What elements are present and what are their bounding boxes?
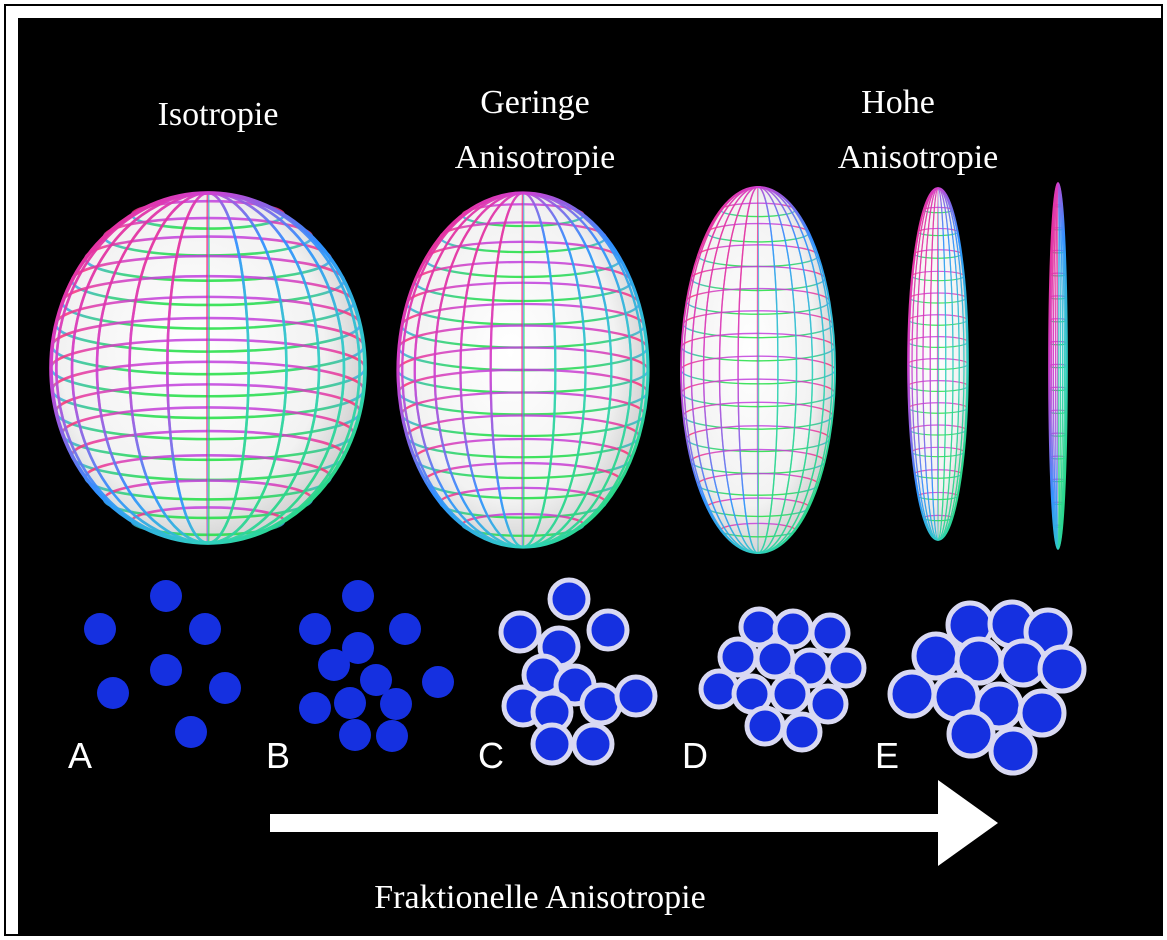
fiber-circle (784, 714, 820, 750)
ellipsoid-low-anisotropy (398, 193, 648, 547)
fiber-circle (533, 725, 571, 763)
fiber-circle (890, 672, 934, 716)
fiber-circle (209, 672, 241, 704)
fiber-circle (150, 580, 182, 612)
longitude-line (523, 193, 524, 547)
fiber-circle (422, 666, 454, 698)
panel-letter-d: D (682, 735, 708, 776)
fiber-circle (299, 613, 331, 645)
isotropy-title: Isotropie (158, 96, 279, 133)
longitude-line (208, 193, 209, 543)
ellipsoid-isotropic (51, 193, 365, 543)
panel-letter-b: B (266, 735, 290, 776)
ellipsoid-very-high-anisotropy (1049, 183, 1067, 549)
fiber-circle (589, 611, 627, 649)
longitude-line (1058, 183, 1059, 549)
fiber-circle (574, 725, 612, 763)
ellipsoid-medium-anisotropy (681, 187, 835, 553)
fiber-circle (772, 676, 808, 712)
anisotropy-arrow (270, 780, 998, 866)
fiber-bundle-d (701, 609, 864, 750)
fiber-circle (1020, 691, 1064, 735)
fiber-circle (342, 580, 374, 612)
figure-panel: Isotropie Geringe Anisotropie Hohe Aniso… (18, 18, 1161, 934)
fiber-circle (757, 641, 793, 677)
fractional-anisotropy-label: Fraktionelle Anisotropie (374, 879, 705, 916)
fiber-circle (84, 613, 116, 645)
fiber-circle (150, 654, 182, 686)
fiber-circle (97, 677, 129, 709)
longitude-line (938, 188, 939, 540)
fiber-bundle-c (501, 580, 655, 763)
longitude-line (758, 187, 759, 553)
fiber-circle (389, 613, 421, 645)
fiber-circle (991, 729, 1035, 773)
fiber-circle (1040, 647, 1084, 691)
fiber-circle (747, 708, 783, 744)
fiber-circle (550, 580, 588, 618)
panel-letter-a: A (68, 735, 92, 776)
diffusion-ellipsoids (51, 183, 1067, 553)
fiber-circle (339, 719, 371, 751)
fiber-circle (828, 650, 864, 686)
low-anisotropy-title-line1: Geringe (480, 84, 590, 121)
panel-letter-c: C (478, 735, 504, 776)
fiber-circle (949, 712, 993, 756)
fiber-circle (299, 692, 331, 724)
fiber-bundle-b (299, 580, 454, 752)
fiber-circle (701, 671, 737, 707)
fiber-circle (334, 687, 366, 719)
anisotropy-diagram: Isotropie Geringe Anisotropie Hohe Aniso… (18, 18, 1161, 934)
panel-letter-e: E (875, 735, 899, 776)
arrow-head (938, 780, 998, 866)
arrow-shaft (270, 814, 950, 832)
fiber-circle (380, 688, 412, 720)
fiber-circle (501, 613, 539, 651)
high-anisotropy-title-line1: Hohe (861, 84, 935, 121)
fiber-circle (812, 615, 848, 651)
fiber-bundle-e (890, 602, 1084, 773)
fiber-bundles (84, 580, 1084, 773)
fiber-circle (189, 613, 221, 645)
fiber-circle (175, 716, 207, 748)
figure-frame: Isotropie Geringe Anisotropie Hohe Aniso… (4, 4, 1163, 936)
fiber-circle (318, 649, 350, 681)
fiber-circle (376, 720, 408, 752)
low-anisotropy-title-line2: Anisotropie (455, 139, 616, 176)
fiber-circle (617, 677, 655, 715)
fiber-circle (582, 685, 620, 723)
fiber-bundle-a (84, 580, 241, 748)
ellipsoid-high-anisotropy (908, 188, 968, 540)
high-anisotropy-title-line2: Anisotropie (838, 139, 999, 176)
